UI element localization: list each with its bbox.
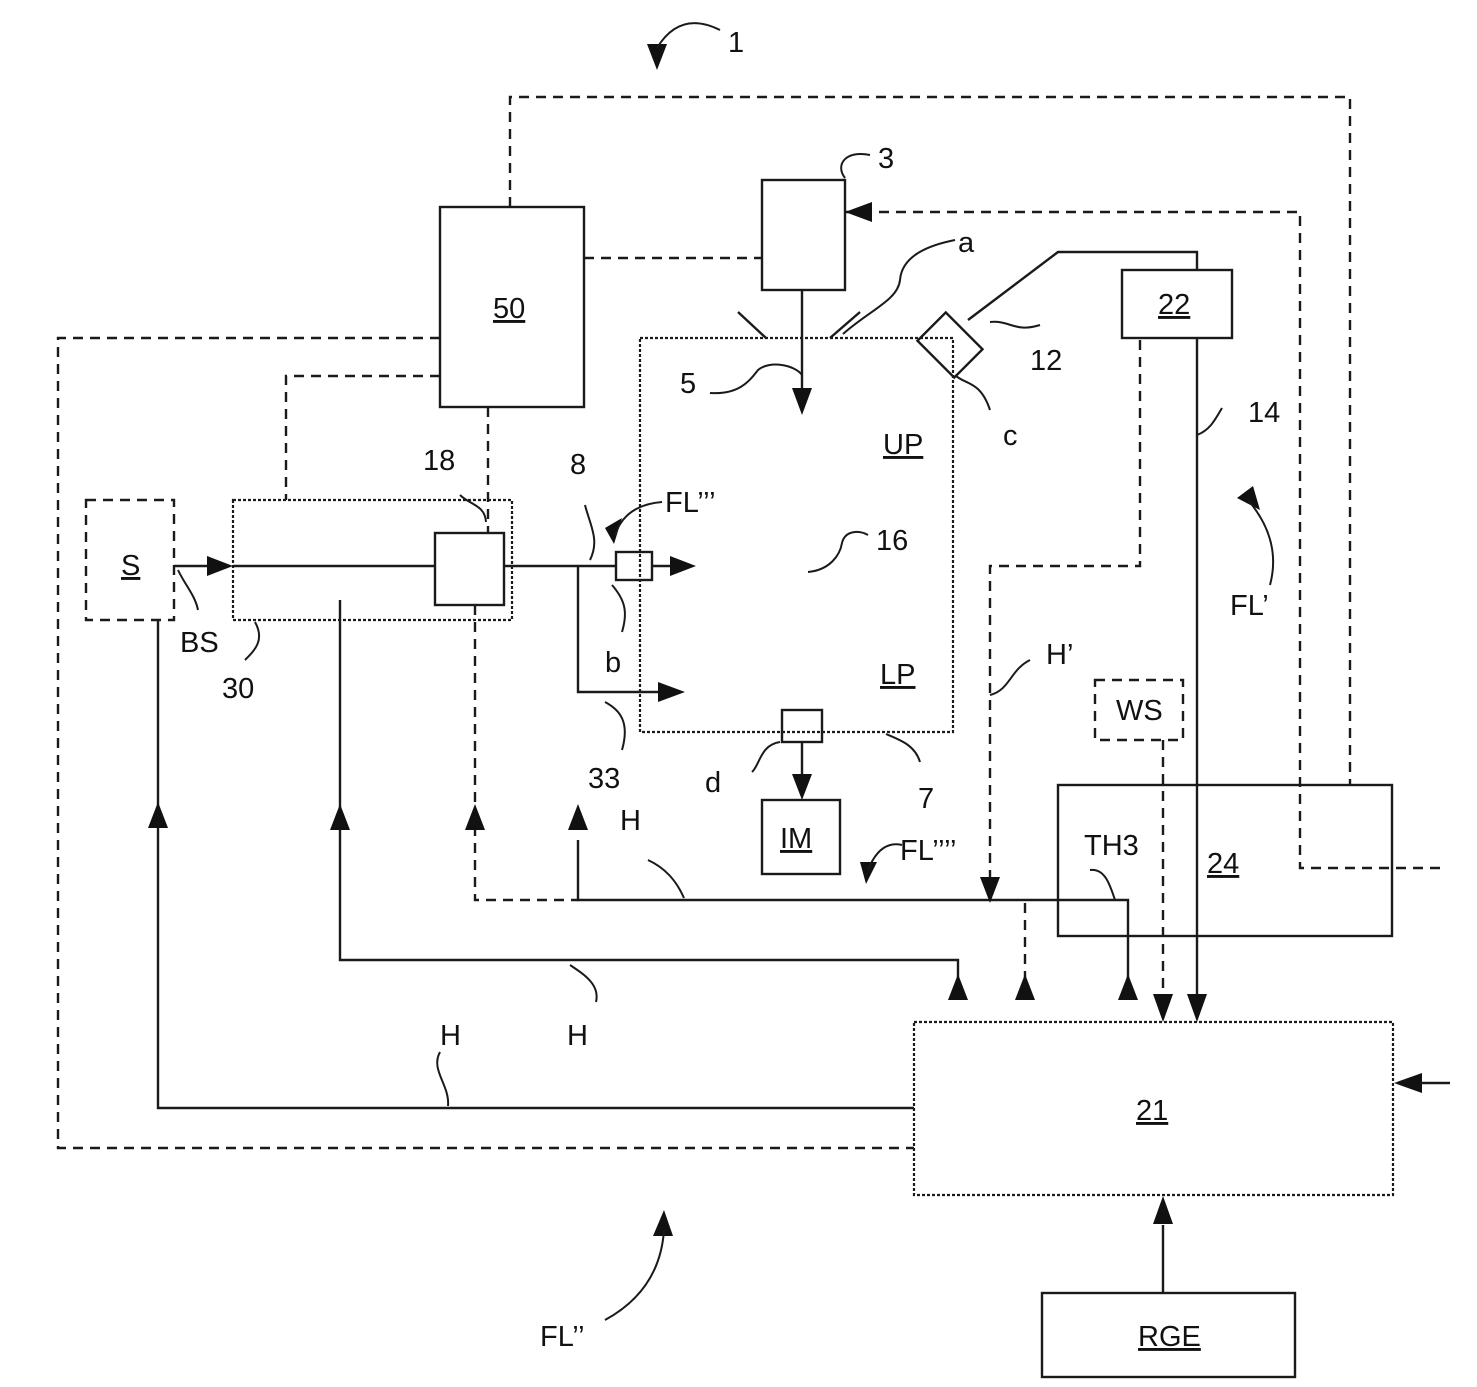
arrow-d-to-im	[792, 774, 812, 800]
label-th3: TH3	[1084, 830, 1139, 862]
arrow-22-down	[1187, 994, 1207, 1022]
arrow-s-to-30	[207, 556, 233, 576]
label-5: 5	[680, 368, 696, 400]
block-3	[762, 180, 845, 290]
label-21: 21	[1136, 1095, 1168, 1127]
label-fl1: FL’	[1230, 590, 1269, 622]
arrowheads	[148, 44, 1450, 1236]
label-fl2: FL’’	[540, 1321, 585, 1353]
label-16: 16	[876, 525, 908, 557]
label-lp: LP	[880, 659, 915, 691]
label-50: 50	[493, 293, 525, 325]
arrow-3-to-vessel	[792, 388, 812, 415]
label-b: b	[605, 647, 621, 679]
label-c: c	[1003, 420, 1018, 452]
label-fl3: FL’’’	[665, 487, 716, 519]
arrow-dashed-to-3	[845, 202, 872, 222]
arrow-fl1	[1237, 486, 1260, 510]
arrow-h-up-340	[330, 804, 350, 830]
arrow-right-into-21	[1394, 1073, 1422, 1093]
label-rge: RGE	[1138, 1321, 1201, 1353]
label-24: 24	[1207, 848, 1239, 880]
arrow-branch-33-out	[658, 682, 685, 702]
label-h-mid: H	[567, 1020, 588, 1052]
label-30: 30	[222, 673, 254, 705]
fig-ref-1: 1	[728, 27, 744, 59]
label-h-left: H	[440, 1020, 461, 1052]
port-d	[782, 710, 822, 742]
label-a: a	[958, 227, 975, 259]
dashed-control-lines	[58, 97, 1447, 1148]
arrow-ws-down	[1153, 994, 1173, 1022]
label-up: UP	[883, 429, 923, 461]
arrow-h-up-475	[465, 804, 485, 830]
label-d: d	[705, 767, 721, 799]
labels: 1 3 a 50 22 12 5 c UP 14 18 8 FL’’’ 16 S…	[121, 27, 1280, 1353]
label-ws: WS	[1116, 695, 1163, 727]
sensor-c	[917, 312, 982, 377]
arrow-rge-up	[1153, 1196, 1173, 1224]
arrow-fl3	[605, 518, 622, 544]
label-bs: BS	[180, 627, 219, 659]
port-b	[616, 552, 652, 580]
label-18: 18	[423, 445, 455, 477]
solid-flow-lines	[158, 252, 1197, 1293]
reference-leaders	[178, 154, 1222, 1106]
label-3: 3	[878, 143, 894, 175]
arrow-up-1025	[1015, 974, 1035, 1000]
label-8: 8	[570, 449, 586, 481]
arrow-h-up-578	[568, 804, 588, 830]
label-33: 33	[588, 763, 620, 795]
label-s: S	[121, 550, 140, 582]
label-12: 12	[1030, 345, 1062, 377]
arrow-h-up-158	[148, 802, 168, 828]
label-fl4: FL’’’’	[900, 835, 956, 867]
label-im: IM	[780, 823, 812, 855]
arrow-up-1128	[1118, 974, 1138, 1000]
label-h-top: H	[620, 805, 641, 837]
curved-flow-arrows	[605, 23, 1273, 1320]
arrow-fl4	[860, 862, 877, 884]
label-14: 14	[1248, 397, 1280, 429]
arrow-up-958	[948, 974, 968, 1000]
label-22: 22	[1158, 289, 1190, 321]
block-18	[435, 533, 504, 605]
label-7: 7	[918, 783, 934, 815]
label-h-prime: H’	[1046, 639, 1073, 671]
arrow-port-b-out	[670, 556, 696, 576]
block-30	[233, 500, 512, 620]
